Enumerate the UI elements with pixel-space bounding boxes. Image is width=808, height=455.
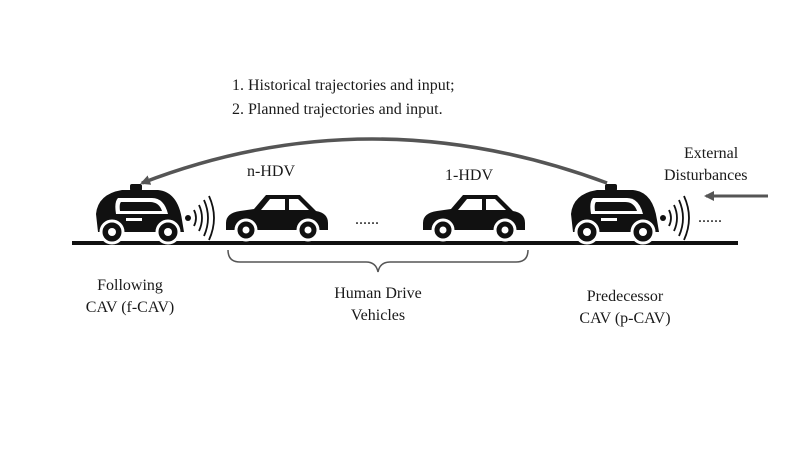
n-hdv-sedan-car-icon xyxy=(226,195,328,242)
communication-arc-arrow xyxy=(140,137,608,185)
p-cav-caption-line-2: CAV (p-CAV) xyxy=(579,310,671,327)
f-cav-caption-line-2: CAV (f-CAV) xyxy=(85,299,175,316)
info-flow-line-1: 1. Historical trajectories and input; xyxy=(232,77,455,94)
f-cav-caption-line-1: Following xyxy=(97,277,163,294)
trailing-ellipsis: ...... xyxy=(698,209,722,226)
p-cav-wireless-signal-icon xyxy=(668,195,690,241)
p-cav-caption-line-1: Predecessor xyxy=(586,288,664,305)
f-cav-wireless-signal-icon xyxy=(193,195,215,241)
external-label-line-1: External xyxy=(684,145,739,162)
hdv-caption-line-2: Vehicles xyxy=(350,307,406,324)
human-vehicles-brace xyxy=(227,249,529,273)
external-label-line-2: Disturbances xyxy=(664,167,748,184)
f-cav-autonomous-car-icon xyxy=(96,184,191,245)
1-hdv-label: 1-HDV xyxy=(445,167,493,184)
vehicle-gap-ellipsis: ...... xyxy=(355,211,379,228)
1-hdv-sedan-car-icon xyxy=(423,195,525,242)
hdv-caption-line-1: Human Drive xyxy=(334,285,422,302)
n-hdv-label: n-HDV xyxy=(247,163,295,180)
p-cav-autonomous-car-icon xyxy=(571,184,666,245)
info-flow-line-2: 2. Planned trajectories and input. xyxy=(232,101,443,118)
